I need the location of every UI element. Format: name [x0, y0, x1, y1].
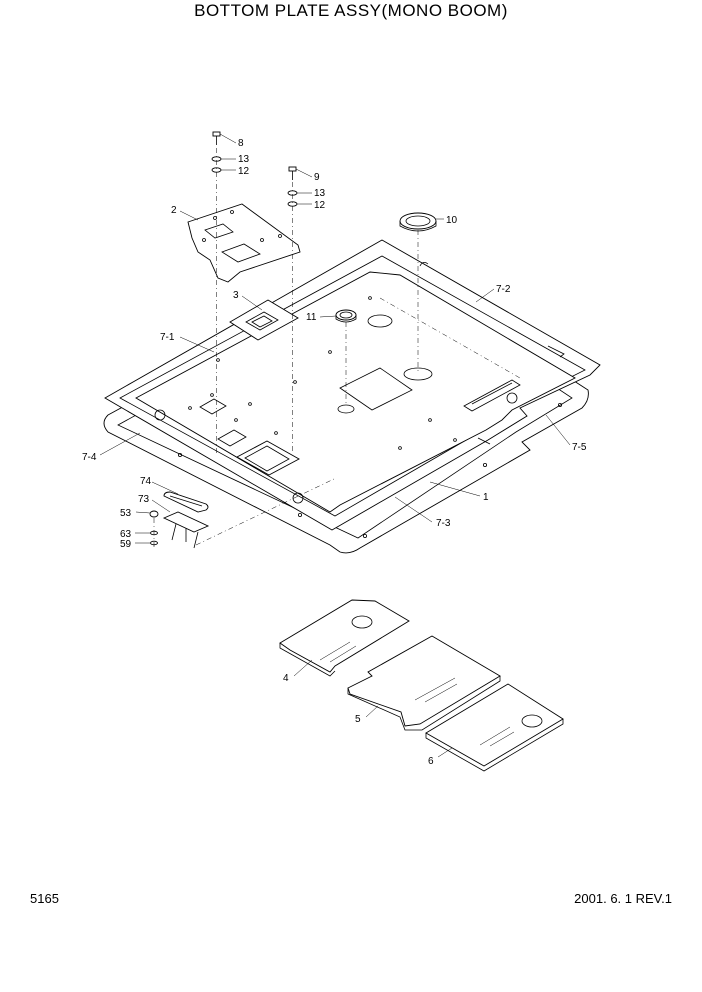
callout-7-3: 7-3 [436, 518, 451, 529]
floor-mat-4 [279, 599, 410, 677]
assembly-center-lines [195, 148, 521, 546]
revision-date: 2001. 6. 1 REV.1 [574, 891, 672, 906]
callout-9: 9 [314, 172, 320, 183]
callout-11: 11 [306, 312, 317, 323]
callout-8: 8 [238, 138, 244, 149]
callout-4: 4 [283, 673, 289, 684]
floor-cutouts [188, 296, 521, 476]
callout-7-5: 7-5 [572, 442, 587, 453]
page-title: BOTTOM PLATE ASSY(MONO BOOM) [194, 1, 508, 20]
callout-12-lower: 12 [314, 200, 326, 211]
floor-mat-6 [425, 683, 564, 772]
callout-3: 3 [233, 290, 239, 301]
callout-6: 6 [428, 756, 434, 767]
fasteners-top [211, 131, 298, 207]
callout-59: 59 [120, 539, 132, 550]
callout-2: 2 [171, 205, 177, 216]
callout-53: 53 [120, 508, 132, 519]
callout-7-4: 7-4 [82, 452, 97, 463]
callout-63: 63 [120, 529, 132, 540]
cover-plate-3 [229, 299, 299, 341]
grommet-11 [335, 309, 357, 323]
leader-lines [99, 133, 571, 758]
grommet-10 [399, 212, 437, 232]
callout-7-1: 7-1 [160, 332, 175, 343]
callout-73: 73 [138, 494, 150, 505]
callout-13-upper: 13 [238, 154, 250, 165]
callout-5: 5 [355, 714, 361, 725]
callout-labels: 8 13 12 9 13 12 2 10 3 7-2 11 7-1 7-4 7-… [82, 138, 587, 767]
callout-13-lower: 13 [314, 188, 326, 199]
callout-74: 74 [140, 476, 152, 487]
bracket-2 [187, 203, 301, 283]
handle-assembly [149, 491, 210, 550]
callout-10: 10 [446, 215, 458, 226]
page-number: 5165 [30, 891, 59, 906]
callout-7-2: 7-2 [496, 284, 511, 295]
callout-12-upper: 12 [238, 166, 250, 177]
frame-assembly-7 [104, 239, 601, 531]
floor-mat-5 [347, 635, 501, 731]
callout-1: 1 [483, 492, 489, 503]
